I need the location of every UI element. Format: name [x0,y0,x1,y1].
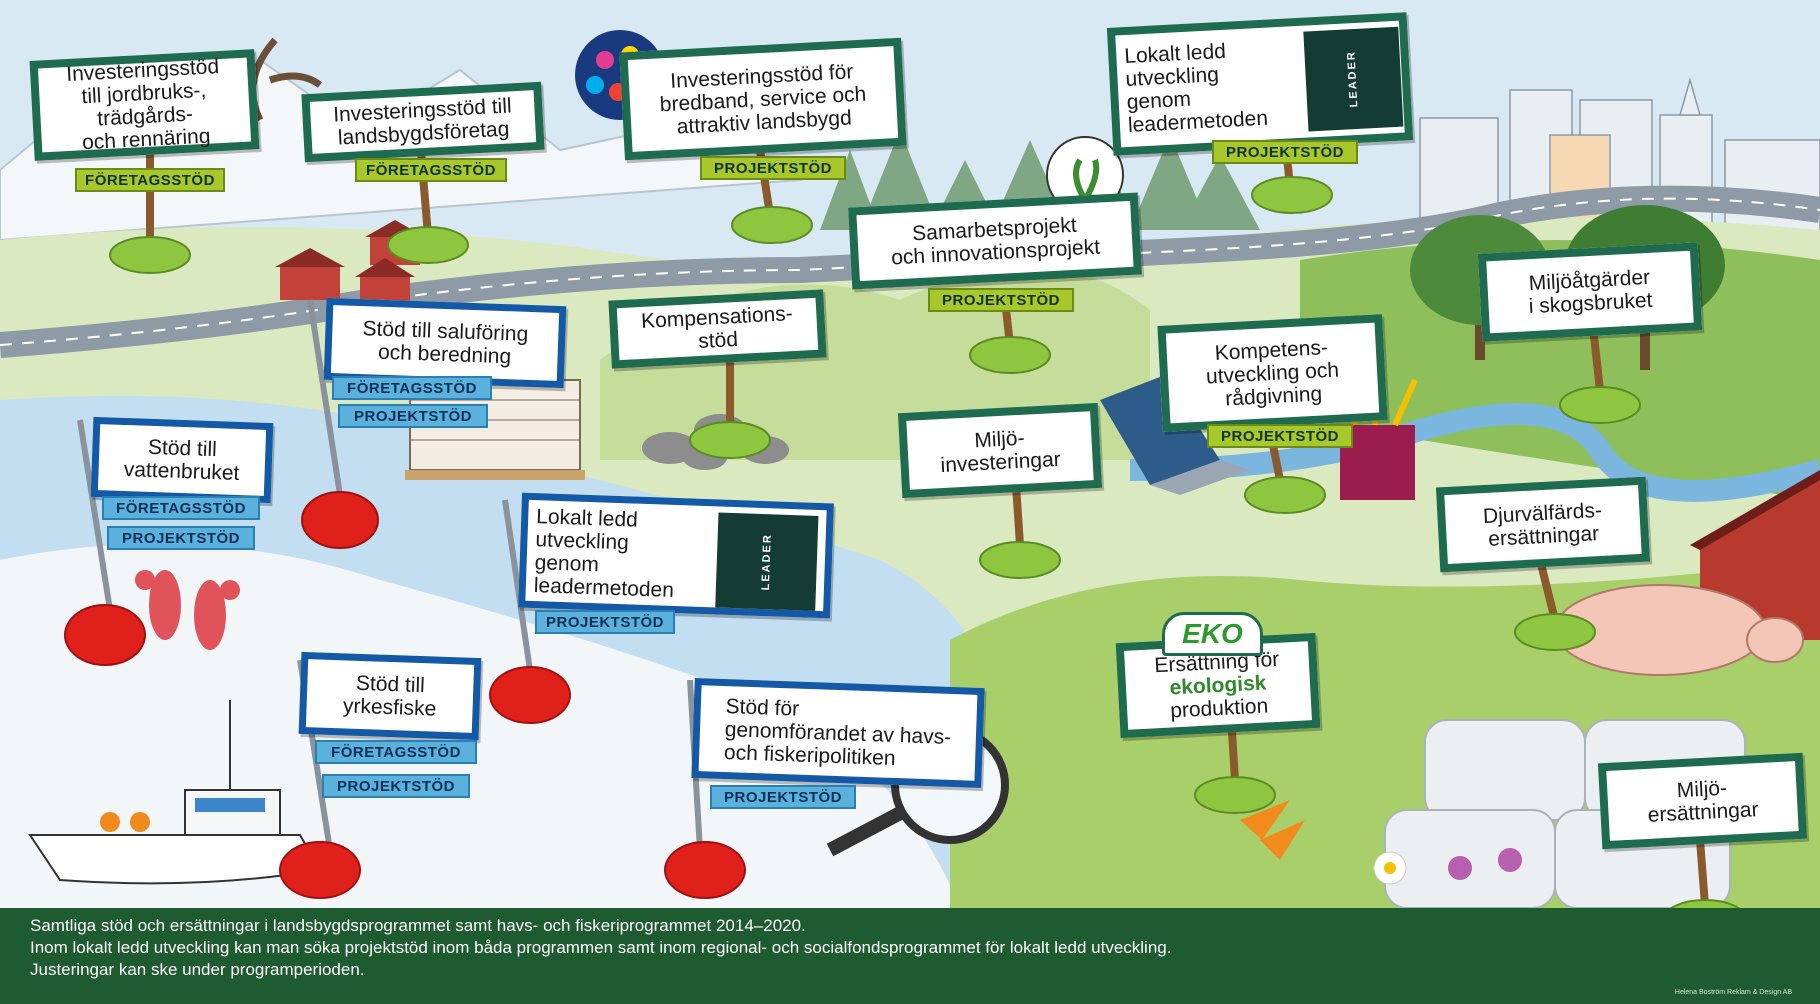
footer-line-2: Inom lokalt ledd utveckling kan man söka… [30,938,1172,957]
eko-logo: EKO [1162,612,1263,656]
sign-miljoinvesteringar: Miljö- investeringar [897,402,1103,499]
leader-logo: LEADER [715,512,819,611]
carrots [1240,800,1305,860]
leader-logo: LEADER [1303,26,1404,132]
buoys [64,491,746,899]
sign-investeringsstod-landsbygdsforetag: Investeringsstöd till landsbygdsföretag [301,81,545,163]
footer-line-3: Justeringar kan ske under programperiode… [30,960,365,979]
flowers [1373,848,1522,885]
footer-credit: Helena Boström Reklam & Design AB [1674,989,1792,996]
sign-investeringsstod-jordbruk: Investeringsstöd till jordbruks-, trädgå… [29,49,260,161]
tag-foretagsstod: FÖRETAGSSTÖD [355,158,507,182]
laptop [1100,375,1250,495]
tag-projektstod: PROJEKTSTÖD [710,785,856,809]
pig [1554,584,1804,676]
tag-projektstod: PROJEKTSTÖD [338,404,488,428]
tag-foretagsstod: FÖRETAGSSTÖD [75,168,225,192]
sign-kompetensutveckling: Kompetens- utveckling och rådgivning [1157,314,1388,432]
sign-miljoatgarder-skogsbruket: Miljöåtgärder i skogsbruket [1477,242,1703,342]
footer-line-1: Samtliga stöd och ersättningar i landsby… [30,916,806,935]
sign-lokalt-ledd-utveckling-sea: Lokalt ledd utveckling genom leadermetod… [518,492,834,619]
sign-yrkesfiske: Stöd till yrkesfiske [298,651,482,741]
tag-projektstod: PROJEKTSTÖD [1212,140,1358,164]
sign-kompensationsstod: Kompensations- stöd [608,289,827,369]
sign-djurvalfardsersattningar: Djurvälfärds- ersättningar [1435,476,1651,573]
fishing-boat [28,700,322,885]
tag-projektstod: PROJEKTSTÖD [928,288,1074,312]
tag-foretagsstod: FÖRETAGSSTÖD [102,496,260,520]
tag-projektstod: PROJEKTSTÖD [535,610,675,634]
tag-projektstod: PROJEKTSTÖD [322,774,470,798]
tag-foretagsstod: FÖRETAGSSTÖD [315,740,477,764]
sign-samarbetsprojekt: Samarbetsprojekt och innovationsprojekt [848,192,1142,290]
tag-projektstod: PROJEKTSTÖD [1207,424,1353,448]
grass-mounds [109,176,1746,937]
sign-miljoersattningar: Miljö- ersättningar [1597,752,1808,850]
sign-vattenbruket: Stöd till vattenbruket [90,416,274,504]
sign-havs-fiskeripolitiken: Stöd för genomförandet av havs- och fisk… [691,677,985,789]
pallet-boxes [405,379,585,480]
tag-projektstod: PROJEKTSTÖD [700,156,846,180]
sign-investeringsstod-bredband: Investeringsstöd för bredband, service o… [619,37,907,161]
lobsters [135,570,240,650]
sign-saluforing-beredning: Stöd till saluföring och beredning [323,297,567,389]
tag-projektstod: PROJEKTSTÖD [107,526,255,550]
tag-foretagsstod: FÖRETAGSSTÖD [332,376,492,400]
footer-info: Samtliga stöd och ersättningar i landsby… [0,908,1820,1004]
sign-lokalt-ledd-utveckling: Lokalt ledd utveckling genom leadermetod… [1106,12,1414,156]
